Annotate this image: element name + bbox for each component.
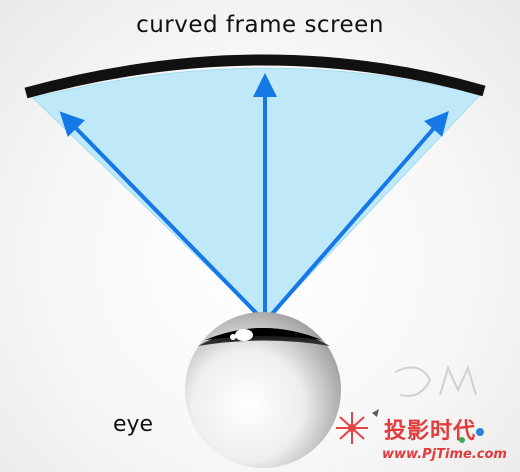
eyeball bbox=[185, 312, 341, 468]
eye-label: eye bbox=[113, 412, 154, 437]
watermark-chinese: 投影时代 bbox=[384, 419, 477, 444]
watermark-logo bbox=[336, 365, 484, 444]
viewing-cone bbox=[32, 67, 481, 323]
curved-screen bbox=[24, 54, 486, 99]
arrow-right bbox=[263, 110, 449, 324]
diagram-title: curved frame screen bbox=[136, 12, 384, 38]
eye-highlight bbox=[235, 329, 253, 341]
arrow-left bbox=[59, 111, 267, 324]
watermark-url: www.PjTime.com bbox=[382, 447, 507, 462]
